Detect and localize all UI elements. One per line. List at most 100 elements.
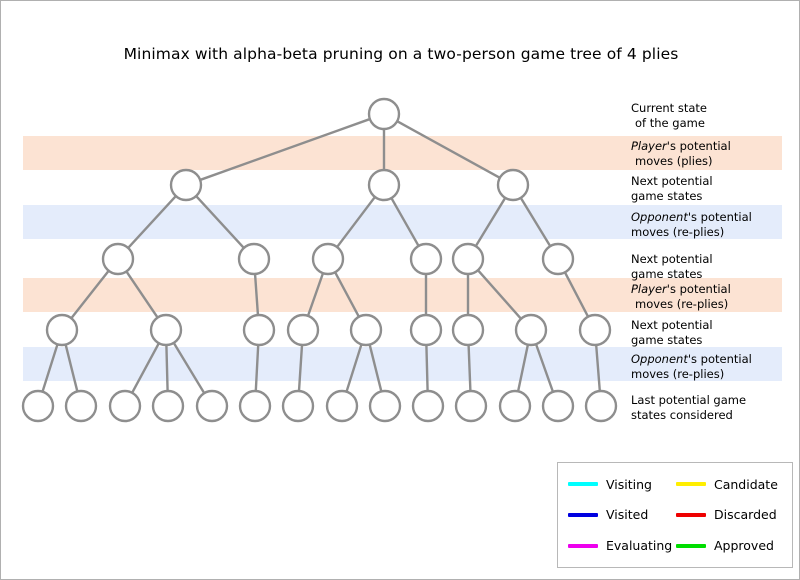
tree-node-level-3 xyxy=(578,313,612,347)
tree-edge xyxy=(165,343,169,393)
tree-node-level-3 xyxy=(149,313,183,347)
label-line-1: Current state xyxy=(631,101,707,115)
label-line-1: Player's potential xyxy=(631,139,731,153)
player-plies-band xyxy=(23,136,782,170)
tree-edge xyxy=(254,343,260,393)
legend-candidate: Candidate xyxy=(676,477,784,492)
tree-node-level-4 xyxy=(584,389,618,423)
label-line-2: of the game xyxy=(635,115,705,130)
label-line-2: moves (re-plies) xyxy=(631,366,725,381)
label-line-1: Next potential xyxy=(631,252,713,266)
label-line-1: Player's potential xyxy=(631,282,731,296)
page-title: Minimax with alpha-beta pruning on a two… xyxy=(123,45,679,63)
tree-node-level-3 xyxy=(409,313,443,347)
tree-edge xyxy=(253,272,260,317)
tree-edge xyxy=(390,196,420,248)
tree-edge xyxy=(297,343,304,393)
tree-node-level-3 xyxy=(514,313,548,347)
label-line-2: game states xyxy=(631,266,703,281)
tree-edge xyxy=(594,343,602,393)
tree-node-level-4 xyxy=(498,389,532,423)
tree-edge xyxy=(467,343,472,393)
tree-edge xyxy=(130,342,161,394)
tree-node-level-3 xyxy=(242,313,276,347)
tree-node-level-3 xyxy=(286,313,320,347)
tree-edge xyxy=(425,343,429,393)
label-line-2: game states xyxy=(631,332,703,347)
tree-edge xyxy=(333,271,361,318)
legend-visited-swatch xyxy=(568,512,598,517)
tree-edges xyxy=(41,117,602,395)
legend-approved-swatch xyxy=(676,543,706,548)
tree-node-level-3 xyxy=(45,313,79,347)
label-line-2: moves (plies) xyxy=(635,153,713,168)
legend-visiting-swatch xyxy=(568,482,598,487)
tree-edge xyxy=(345,343,363,393)
legend-approved: Approved xyxy=(676,538,784,553)
tree-edge xyxy=(70,269,110,320)
label-line-1: Next potential xyxy=(631,318,713,332)
tree-edge xyxy=(172,341,206,395)
legend-visiting-label: Visiting xyxy=(606,476,652,492)
tree-edge xyxy=(519,196,552,248)
tree-node-level-3 xyxy=(451,313,485,347)
tree-edge xyxy=(41,343,59,393)
legend-visiting: Visiting xyxy=(568,477,676,492)
label-role-name: Player xyxy=(631,282,667,296)
tree-node-level-4 xyxy=(151,389,185,423)
legend-discarded-label: Discarded xyxy=(714,507,777,523)
tree-node-level-2 xyxy=(101,242,135,276)
tree-node-level-4 xyxy=(64,389,98,423)
tree-edge xyxy=(563,271,590,318)
label-role-name: Player xyxy=(631,139,667,153)
label-role-name: Opponent xyxy=(631,210,688,224)
tree-node-level-1 xyxy=(367,168,401,202)
tree-edge xyxy=(395,120,502,179)
legend-candidate-label: Candidate xyxy=(714,476,778,492)
label-line-1: Last potential game xyxy=(631,393,747,407)
tree-edge xyxy=(64,343,79,393)
tree-node-level-4 xyxy=(195,389,229,423)
legend-candidate-swatch xyxy=(676,482,706,487)
tree-node-level-2 xyxy=(541,242,575,276)
tree-edge xyxy=(306,271,325,318)
label-line-1: Opponent's potential xyxy=(631,352,752,366)
tree-node-level-4 xyxy=(21,389,55,423)
legend-evaluating: Evaluating xyxy=(568,538,676,553)
tree-edge xyxy=(198,117,372,182)
tree-node-level-1 xyxy=(169,168,203,202)
tree-node-root xyxy=(367,97,401,131)
legend-approved-label: Approved xyxy=(714,538,774,554)
tree-edge xyxy=(516,343,530,393)
label-line-2: moves (re-plies) xyxy=(631,224,725,239)
label-line-1: Next potential xyxy=(631,174,713,188)
label-line-2: moves (re-plies) xyxy=(635,296,729,311)
tree-node-level-2 xyxy=(409,242,443,276)
tree-edge xyxy=(476,269,523,320)
legend-visited: Visited xyxy=(568,507,676,522)
tree-node-level-4 xyxy=(368,389,402,423)
tree-node-level-2 xyxy=(311,242,345,276)
legend-discarded: Discarded xyxy=(676,507,784,522)
tree-node-level-2 xyxy=(237,242,271,276)
tree-node-level-4 xyxy=(411,389,445,423)
tree-edge xyxy=(368,343,383,393)
tree-node-level-4 xyxy=(541,389,575,423)
tree-node-level-4 xyxy=(325,389,359,423)
tree-edge xyxy=(125,270,159,319)
tree-edge xyxy=(126,194,178,250)
tree-node-level-4 xyxy=(108,389,142,423)
tree-node-level-4 xyxy=(454,389,488,423)
